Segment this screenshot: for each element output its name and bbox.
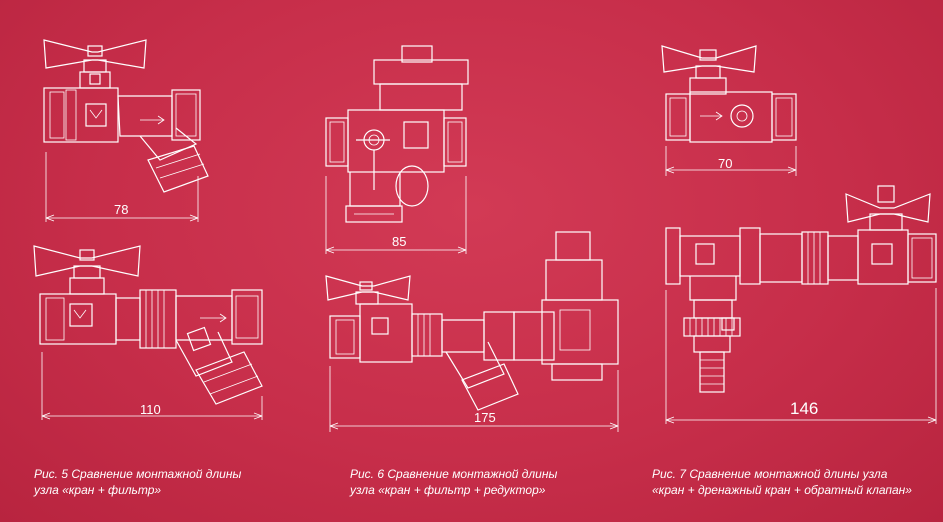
- fig7-top-assembly: [661, 45, 797, 176]
- fig5-top-dimension: 78: [114, 202, 128, 217]
- fig6-bottom-assembly: [325, 231, 619, 432]
- fig6-caption-line2: узла «кран + фильтр + редуктор»: [350, 483, 546, 497]
- fig5-top-assembly: [43, 39, 209, 222]
- fig7-top-dimension: 70: [718, 156, 732, 171]
- fig6-caption-line1: Рис. 6 Сравнение монтажной длины: [350, 467, 558, 481]
- fig7-caption-line1: Рис. 7 Сравнение монтажной длины узла: [652, 467, 888, 481]
- fig6-caption: Рис. 6 Сравнение монтажной длины узла «к…: [350, 466, 557, 498]
- fig5-caption-line2: узла «кран + фильтр»: [34, 483, 162, 497]
- fig6-top-dimension: 85: [392, 234, 406, 249]
- fig7-caption-line2: «кран + дренажный кран + обратный клапан…: [652, 483, 912, 497]
- fig5-caption: Рис. 5 Сравнение монтажной длины узла «к…: [34, 466, 241, 498]
- fig6-top-assembly: [325, 45, 469, 254]
- fig5-caption-line1: Рис. 5 Сравнение монтажной длины: [34, 467, 242, 481]
- fig5-bottom-assembly: [33, 245, 263, 420]
- fig6-bottom-dimension: 175: [474, 410, 496, 425]
- fig5-bottom-dimension: 110: [140, 402, 161, 417]
- fig7-caption: Рис. 7 Сравнение монтажной длины узла «к…: [652, 466, 912, 498]
- fig7-bottom-dimension: 146: [790, 399, 818, 418]
- fig7-bottom-assembly: [665, 185, 937, 424]
